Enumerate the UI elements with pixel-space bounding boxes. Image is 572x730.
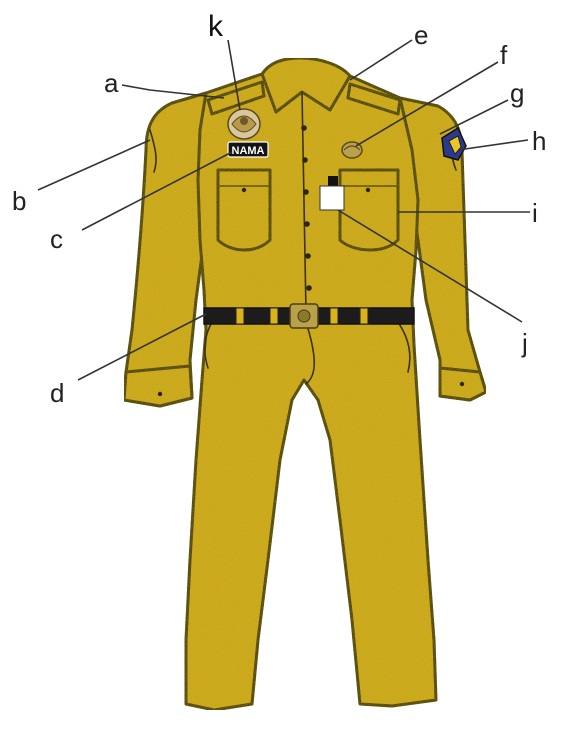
torso-and-trousers xyxy=(186,66,436,710)
leader-e xyxy=(350,40,412,80)
label-f: f xyxy=(500,40,508,70)
leader-b xyxy=(38,140,150,190)
label-d: d xyxy=(50,378,64,408)
right-chest-pocket xyxy=(340,170,398,250)
label-k: k xyxy=(208,10,224,43)
leader-h xyxy=(458,140,528,150)
buckle-icon xyxy=(290,304,318,328)
label-e: e xyxy=(414,20,428,50)
label-j: j xyxy=(521,328,528,358)
left-chest-pocket xyxy=(218,170,270,250)
label-i: i xyxy=(532,198,538,228)
name-tag: NAMA xyxy=(228,142,268,157)
left-sleeve xyxy=(124,93,210,406)
uniform-shape xyxy=(124,58,486,710)
label-h: h xyxy=(532,126,546,156)
label-g: g xyxy=(510,78,524,108)
korpri-emblem-icon xyxy=(228,109,260,139)
label-c: c xyxy=(50,224,63,254)
left-cuff xyxy=(124,366,192,406)
label-a: a xyxy=(104,68,119,98)
name-tag-text: NAMA xyxy=(232,145,265,157)
label-b: b xyxy=(12,186,26,216)
